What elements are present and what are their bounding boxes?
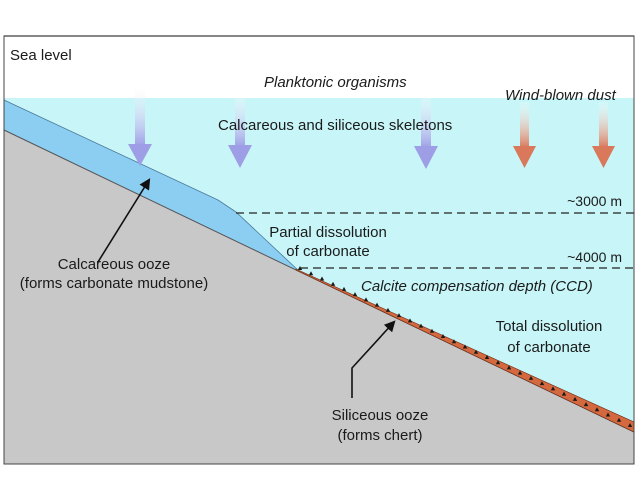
texture-mark [561,391,567,396]
calcareous-ooze-label-2: (forms carbonate mudstone) [20,275,208,292]
seafloor [4,130,634,464]
texture-mark [440,334,446,339]
texture-mark [495,360,501,365]
partial-dissolution-label-1: Partial dissolution [269,224,387,241]
texture-mark [605,412,611,417]
planktonic-label: Planktonic organisms [264,74,407,91]
texture-mark [418,323,424,328]
siliceous-ooze-label-1: Siliceous ooze [332,407,429,424]
texture-mark [363,297,369,302]
texture-mark [517,370,523,375]
texture-mark [594,407,600,412]
calcareous-ooze-top-edge [3,99,301,273]
texture-mark [550,386,556,391]
texture-mark [484,354,490,359]
sky-band [4,36,634,98]
skeleton-arrow-1 [128,88,152,166]
total-dissolution-label-2: of carbonate [507,339,590,356]
siliceous-ooze-label-2: (forms chert) [337,427,422,444]
ccd-label: Calcite compensation depth (CCD) [361,278,593,295]
skeletons-label: Calcareous and siliceous skeletons [218,117,452,134]
depth-4000-label: ~4000 m [567,249,622,265]
texture-mark [308,271,314,276]
texture-mark [429,328,435,333]
texture-mark [330,281,336,286]
texture-mark [539,381,545,386]
calcareous-ooze-layer [4,100,300,272]
siliceous-pointer-arrow [351,320,396,398]
texture-mark [462,344,468,349]
dust-arrow-2 [592,102,615,168]
texture-mark [396,313,402,318]
sea-level-label: Sea level [10,47,72,64]
texture-mark [572,396,578,401]
calcareous-pointer-arrow [97,178,151,263]
partial-dissolution-label-2: of carbonate [286,243,369,260]
skeleton-arrow-2 [228,95,252,168]
wind-dust-label: Wind-blown dust [505,87,617,104]
depth-3000-label: ~3000 m [567,193,622,209]
texture-mark [583,402,589,407]
texture-mark [506,365,512,370]
diagram-frame [3,35,635,465]
texture-mark [352,292,358,297]
dust-arrow-1 [513,102,536,168]
texture-mark [473,349,479,354]
calcareous-ooze-label-1: Calcareous ooze [58,256,171,273]
texture-mark [319,276,325,281]
texture-mark [374,302,380,307]
texture-mark [528,375,534,380]
texture-mark [627,423,633,427]
texture-mark [407,318,413,323]
texture-mark [341,286,347,291]
total-dissolution-label-1: Total dissolution [496,318,603,335]
texture-mark [616,417,622,422]
texture-mark [385,307,391,312]
texture-mark [451,339,457,344]
skeleton-arrow-3 [414,95,438,169]
